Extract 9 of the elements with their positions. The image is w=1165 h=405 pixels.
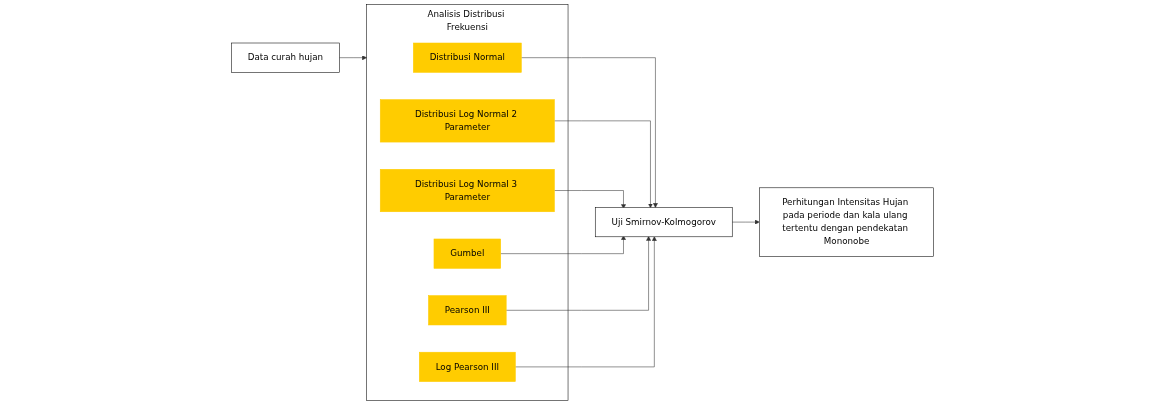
node-box: Distribusi Log Normal 2 Parameter — [379, 99, 555, 143]
node-box: Gumbel — [433, 238, 501, 269]
node-box: Uji Smirnov-Kolmogorov — [595, 207, 733, 238]
node-box: Log Pearson III — [419, 351, 516, 382]
node-box: Perhitungan Intensitas Hujan pada periode dan kala ulang tertentu dengan pendekatan Mononobe — [759, 187, 934, 257]
node-box: Distribusi Normal — [413, 42, 522, 73]
node-box: Distribusi Log Normal 3 Parameter — [379, 169, 555, 212]
node-box: Pearson III — [428, 295, 507, 326]
node-box: Data curah hujan — [231, 42, 340, 73]
